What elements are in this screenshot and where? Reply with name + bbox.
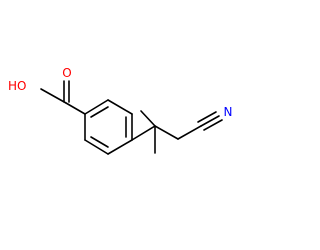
nitrile-triple-bond-1	[200, 115, 220, 127]
benzene-ring	[84, 99, 133, 155]
chain-bond-2	[177, 125, 202, 140]
hydroxyl-bond	[40, 88, 67, 104]
side-chain: N	[131, 105, 233, 154]
ring-bond-5	[84, 139, 109, 155]
ring-bond-4	[107, 139, 133, 155]
nitrile-triple-bond-3	[203, 119, 223, 131]
ring-bond-1	[84, 99, 109, 115]
ring-bond-2	[107, 99, 133, 115]
methyl-up-bond	[140, 110, 156, 127]
chemical-structure: O HO N	[8, 66, 233, 155]
ring-inner-bond-3	[90, 136, 109, 148]
chain-bond-1	[154, 125, 179, 140]
carboxyl-group: O HO	[8, 66, 86, 115]
carbonyl-oxygen-label: O	[62, 66, 71, 80]
hydroxyl-label: HO	[8, 79, 26, 93]
carboxyl-to-ring-bond	[65, 102, 86, 115]
ring-inner-bond-1	[90, 106, 109, 118]
ring-to-quaternary-carbon-bond	[131, 125, 156, 141]
nitrile-triple-bond-2	[197, 111, 217, 123]
nitrile-nitrogen-label: N	[224, 105, 233, 119]
